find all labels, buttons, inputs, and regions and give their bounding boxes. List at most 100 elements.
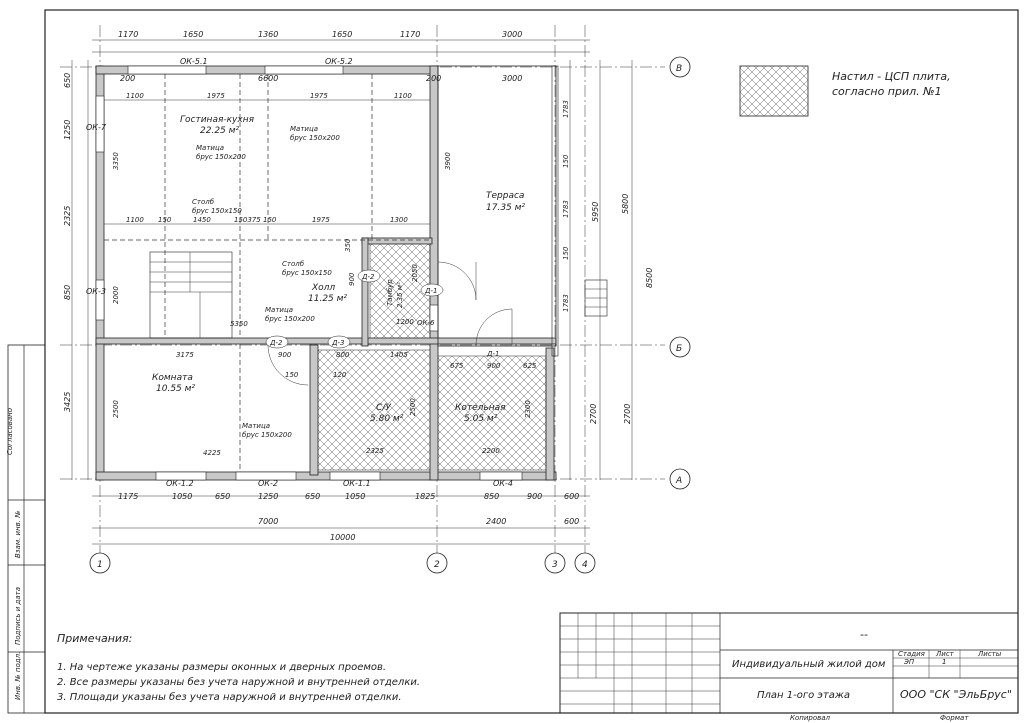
- svg-text:Д-1: Д-1: [424, 287, 437, 295]
- room-terrace-name: Терраса: [486, 191, 524, 201]
- svg-text:ОК-3: ОК-3: [86, 287, 106, 296]
- svg-text:2000: 2000: [112, 286, 120, 304]
- door-swings: [267, 261, 513, 386]
- svg-text:1170: 1170: [400, 30, 420, 39]
- svg-text:Матица: Матица: [265, 306, 293, 314]
- svg-text:2200: 2200: [482, 447, 500, 455]
- svg-text:150: 150: [562, 154, 570, 168]
- svg-text:3000: 3000: [502, 74, 522, 83]
- svg-text:150: 150: [263, 216, 277, 224]
- stamp-text-2: Подпись и дата: [14, 587, 22, 645]
- svg-text:7000: 7000: [258, 517, 278, 526]
- svg-text:2700: 2700: [589, 404, 598, 424]
- svg-text:1050: 1050: [172, 492, 192, 501]
- svg-text:брус 150х200: брус 150х200: [265, 315, 315, 323]
- note-2: 2. Все размеры указаны без учета наружно…: [57, 676, 420, 688]
- svg-text:650: 650: [305, 492, 320, 501]
- svg-text:3175: 3175: [176, 351, 194, 359]
- svg-text:1450: 1450: [193, 216, 211, 224]
- hatch-vestibule: [369, 239, 431, 341]
- svg-text:1650: 1650: [183, 30, 203, 39]
- svg-text:900: 900: [527, 492, 542, 501]
- svg-text:2700: 2700: [623, 404, 632, 424]
- svg-text:брус 150х200: брус 150х200: [196, 153, 246, 161]
- svg-text:1175: 1175: [118, 492, 138, 501]
- svg-text:Матица: Матица: [290, 125, 318, 133]
- legend-text-line1: Настил - ЦСП плита,: [832, 70, 951, 83]
- title-block: -- Индивидуальный жилой дом План 1-ого э…: [559, 612, 1019, 722]
- opening-tags: ОК-5.1 ОК-5.2 ОК-7 ОК-3 ОК-1.2 ОК-2 ОК-1…: [86, 57, 513, 488]
- notes: Примечания: 1. На чертеже указаны размер…: [57, 632, 420, 703]
- legend: Настил - ЦСП плита, согласно прил. №1: [739, 65, 951, 117]
- room-vestibule-area: 2.35 м²: [396, 282, 404, 308]
- svg-text:1250: 1250: [258, 492, 278, 501]
- svg-text:Столб: Столб: [192, 198, 215, 206]
- room-bath-area: 5.80 м²: [370, 414, 404, 424]
- title-col-stage: Стадия: [898, 650, 925, 658]
- svg-text:1360: 1360: [258, 30, 278, 39]
- svg-text:900: 900: [487, 362, 501, 370]
- side-stamp: Инв. № подл. Подпись и дата Взам. инв. №…: [6, 344, 46, 714]
- stamp-text-6: Согласовано: [6, 408, 14, 455]
- svg-text:1783: 1783: [562, 100, 570, 118]
- svg-text:10000: 10000: [330, 533, 355, 542]
- svg-text:3425: 3425: [63, 392, 72, 412]
- window-openings: [95, 65, 523, 481]
- svg-text:120: 120: [333, 371, 347, 379]
- svg-text:900: 900: [278, 351, 292, 359]
- svg-text:1783: 1783: [562, 200, 570, 218]
- svg-text:брус 150х150: брус 150х150: [282, 269, 332, 277]
- title-company: ООО "СК "ЭльБрус": [900, 688, 1012, 701]
- svg-text:ОК-7: ОК-7: [86, 123, 107, 132]
- svg-text:1975: 1975: [310, 92, 328, 100]
- axis-bubbles: В Б А 1 2 3 4: [89, 56, 691, 574]
- svg-text:1405: 1405: [390, 351, 408, 359]
- svg-text:150: 150: [562, 246, 570, 260]
- svg-text:3900: 3900: [444, 152, 452, 170]
- room-labels: Гостиная-кухня 22.25 м² Терраса 17.35 м²…: [152, 115, 525, 424]
- svg-text:ОК-2: ОК-2: [258, 479, 278, 488]
- hatch-bath: [317, 349, 436, 471]
- svg-text:850: 850: [63, 285, 72, 300]
- title-code: --: [860, 628, 868, 641]
- room-boiler-name: Котельная: [455, 403, 506, 413]
- notes-title: Примечания:: [57, 632, 132, 645]
- room-room-area: 10.55 м²: [156, 384, 195, 394]
- svg-text:1975: 1975: [207, 92, 225, 100]
- svg-text:ОК-4: ОК-4: [493, 479, 513, 488]
- axis-label-4: 4: [582, 560, 588, 570]
- note-3: 3. Площади указаны без учета наружной и …: [57, 691, 402, 703]
- svg-text:ОК-1.2: ОК-1.2: [166, 479, 194, 488]
- room-room-name: Комната: [152, 373, 193, 383]
- svg-text:1825: 1825: [415, 492, 435, 501]
- stairs: [149, 251, 233, 339]
- dimension-texts: 1170 1650 1360 1650 1170 3000 200 6600 2…: [63, 30, 654, 542]
- dimension-lines: [71, 39, 633, 545]
- svg-text:1300: 1300: [390, 216, 408, 224]
- svg-text:150: 150: [285, 371, 299, 379]
- room-terrace-area: 17.35 м²: [486, 203, 525, 213]
- room-vestibule-name: Тамбур: [386, 279, 394, 306]
- svg-text:Д-3: Д-3: [331, 339, 344, 347]
- svg-text:4225: 4225: [203, 449, 221, 457]
- svg-text:1100: 1100: [394, 92, 412, 100]
- title-stage: ЭП: [903, 658, 915, 666]
- svg-text:брус 150х200: брус 150х200: [290, 134, 340, 142]
- svg-text:2300: 2300: [524, 400, 532, 418]
- axis-label-1: 1: [97, 560, 103, 570]
- svg-text:1783: 1783: [562, 294, 570, 312]
- svg-text:200: 200: [426, 74, 441, 83]
- room-bath-name: С/У: [376, 403, 391, 413]
- svg-text:650: 650: [63, 73, 72, 88]
- svg-text:3350: 3350: [112, 152, 120, 170]
- svg-text:2325: 2325: [366, 447, 384, 455]
- legend-hatch-swatch: [739, 65, 809, 117]
- svg-text:3000: 3000: [502, 30, 522, 39]
- svg-text:1200: 1200: [396, 318, 414, 326]
- room-hall-area: 11.25 м²: [308, 294, 347, 304]
- title-copied: Копировал: [790, 714, 831, 722]
- svg-text:ОК-5.1: ОК-5.1: [180, 57, 208, 66]
- svg-text:200: 200: [120, 74, 135, 83]
- title-sheet: 1: [942, 658, 946, 666]
